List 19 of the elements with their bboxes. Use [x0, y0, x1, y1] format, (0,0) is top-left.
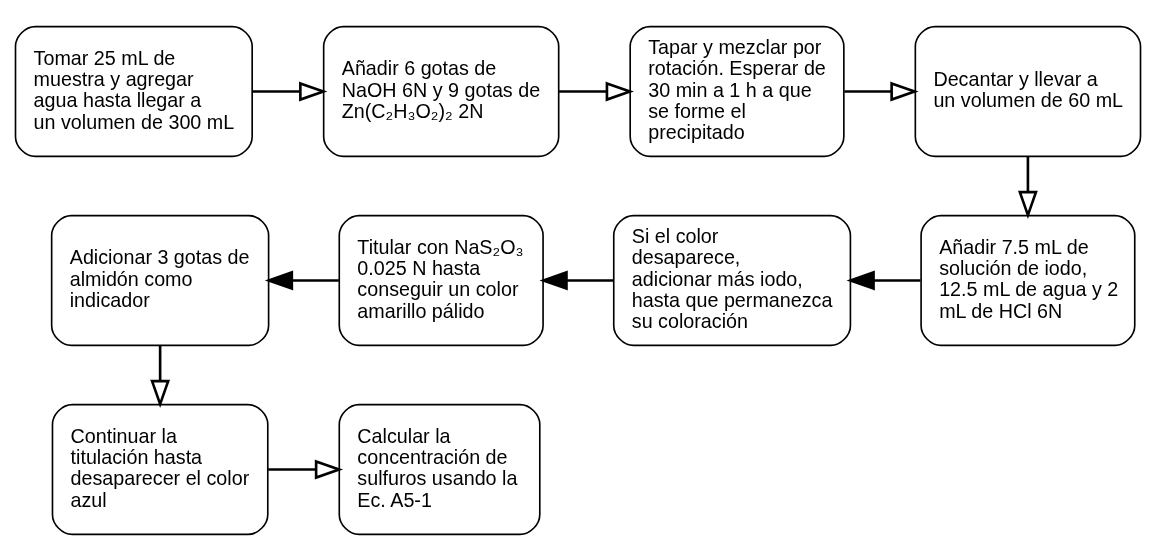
arrow: [539, 270, 614, 290]
arrow: [559, 81, 634, 101]
node-box: Titular con NaS₂O₃ 0.025 N hasta conseguir un color amarillo pálido: [338, 214, 544, 346]
node-box: Adicionar 3 gotas de almidón como indicador: [50, 214, 270, 346]
arrow: [1018, 156, 1038, 219]
arrow: [150, 345, 171, 408]
arrow: [844, 81, 919, 101]
node-box: Si el color desaparece, adicionar más iodo, hasta que permanezca su coloración: [612, 214, 852, 346]
arrow: [264, 270, 339, 290]
node-box: Tomar 25 mL de muestra y agregar agua hasta llegar a un volumen de 300 mL: [14, 25, 253, 157]
node-box: Calcular la concentración de sulfuros usando la Ec. A5-1: [338, 403, 541, 535]
node-box: Añadir 7.5 mL de solución de iodo, 12.5 mL de agua y 2 mL de HCl 6N: [920, 214, 1136, 346]
node-box: Decantar y llevar a un volumen de 60 mL: [914, 25, 1142, 157]
node-box: Tapar y mezclar por rotación. Esperar de 30 min a 1 h a que se forme el precipitado: [629, 25, 845, 157]
node-box: Continuar la titulación hasta desaparecer el color azul: [51, 403, 269, 535]
node-box: Añadir 6 gotas de NaOH 6N y 9 gotas de Zn(C₂H₃O₂)₂ 2N: [322, 25, 560, 157]
arrow: [846, 270, 921, 290]
arrow: [268, 459, 344, 479]
arrow: [252, 81, 328, 101]
